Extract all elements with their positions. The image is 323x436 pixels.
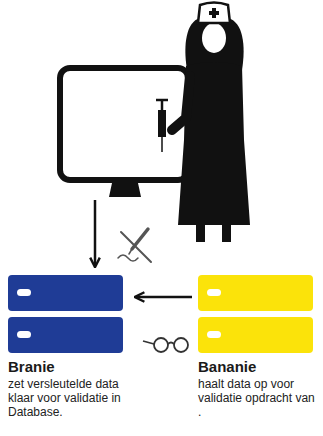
scribble	[118, 255, 138, 261]
syringe	[156, 100, 168, 152]
pen-tip	[129, 249, 132, 254]
database-node: Branie zet versleutelde data klaar voor v…	[8, 275, 130, 419]
node-description: haalt data op voor validatie opdracht va…	[198, 377, 320, 419]
nurse-cap	[198, 3, 230, 24]
strike-line	[121, 232, 151, 262]
disc-light	[207, 289, 221, 296]
database-disc	[198, 317, 313, 353]
nurse-leg	[222, 225, 231, 242]
database-node: Bananie haalt data op voor validatie opdr…	[198, 275, 320, 419]
node-title: Bananie	[198, 358, 320, 375]
database-disc	[8, 317, 123, 353]
disc-body	[8, 317, 123, 353]
disc-light	[207, 331, 221, 338]
lens	[154, 338, 168, 352]
database-disc	[8, 275, 123, 311]
monitor-stand	[109, 183, 141, 197]
syringe-plunger	[161, 100, 164, 110]
data-flow-arrow	[136, 296, 192, 299]
monitor-frame	[60, 68, 188, 180]
syringe-barrel	[158, 110, 166, 137]
nurse-arm	[172, 76, 190, 130]
nurse	[172, 3, 250, 243]
syringe-needle	[161, 137, 163, 152]
node-description: zet versleutelde data klaar voor validat…	[8, 377, 130, 419]
nurse-face	[202, 23, 226, 53]
temple	[143, 341, 154, 344]
disc-body	[8, 275, 123, 311]
nurse-leg	[196, 225, 205, 242]
database-disc	[198, 275, 313, 311]
disc-light	[17, 289, 31, 296]
disc-light	[17, 331, 31, 338]
disc-body	[198, 317, 313, 353]
flow-arrow	[94, 200, 97, 266]
no-signature-icon	[118, 229, 151, 262]
glasses-icon	[143, 338, 188, 352]
database-icon	[198, 275, 313, 353]
lens	[174, 338, 188, 352]
bridge	[168, 343, 174, 345]
disc-body	[198, 275, 313, 311]
node-title: Branie	[8, 358, 130, 375]
cap-cross	[209, 8, 219, 18]
database-icon	[8, 275, 123, 353]
